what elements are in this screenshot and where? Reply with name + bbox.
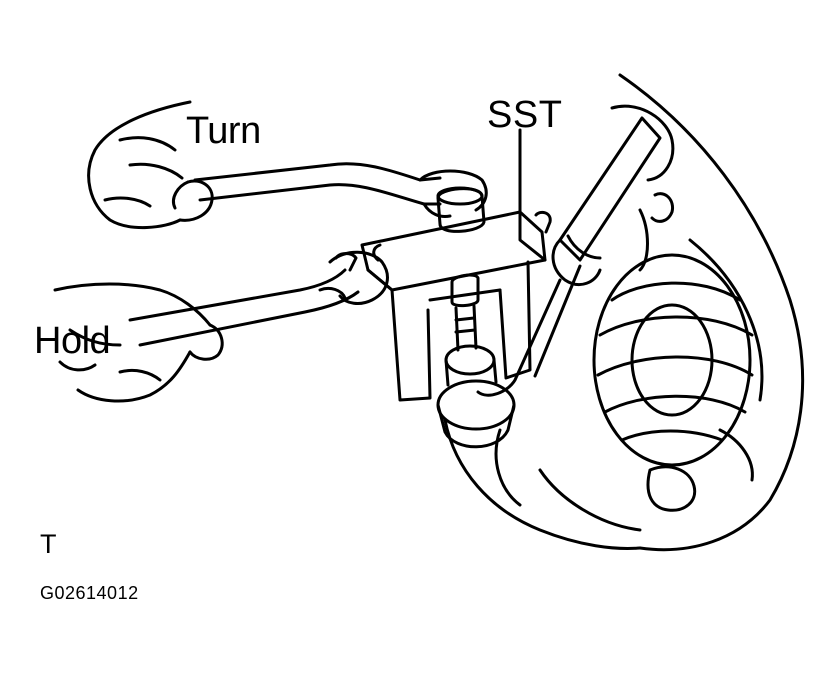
tie-rod-end xyxy=(436,344,516,449)
turn-label: Turn xyxy=(186,110,261,152)
sst-label: SST xyxy=(487,94,563,136)
upper-wrench xyxy=(193,162,488,218)
section-code: T xyxy=(40,529,57,559)
hand-hold xyxy=(53,282,224,403)
steering-knuckle xyxy=(443,73,805,552)
hand-turn xyxy=(87,100,214,230)
tie-rod xyxy=(476,116,662,397)
cv-boot xyxy=(592,253,754,467)
lower-wrench xyxy=(128,250,389,347)
figure-id: G02614012 xyxy=(40,583,139,603)
hold-label: Hold xyxy=(34,320,111,362)
sst-bolt xyxy=(436,186,486,233)
